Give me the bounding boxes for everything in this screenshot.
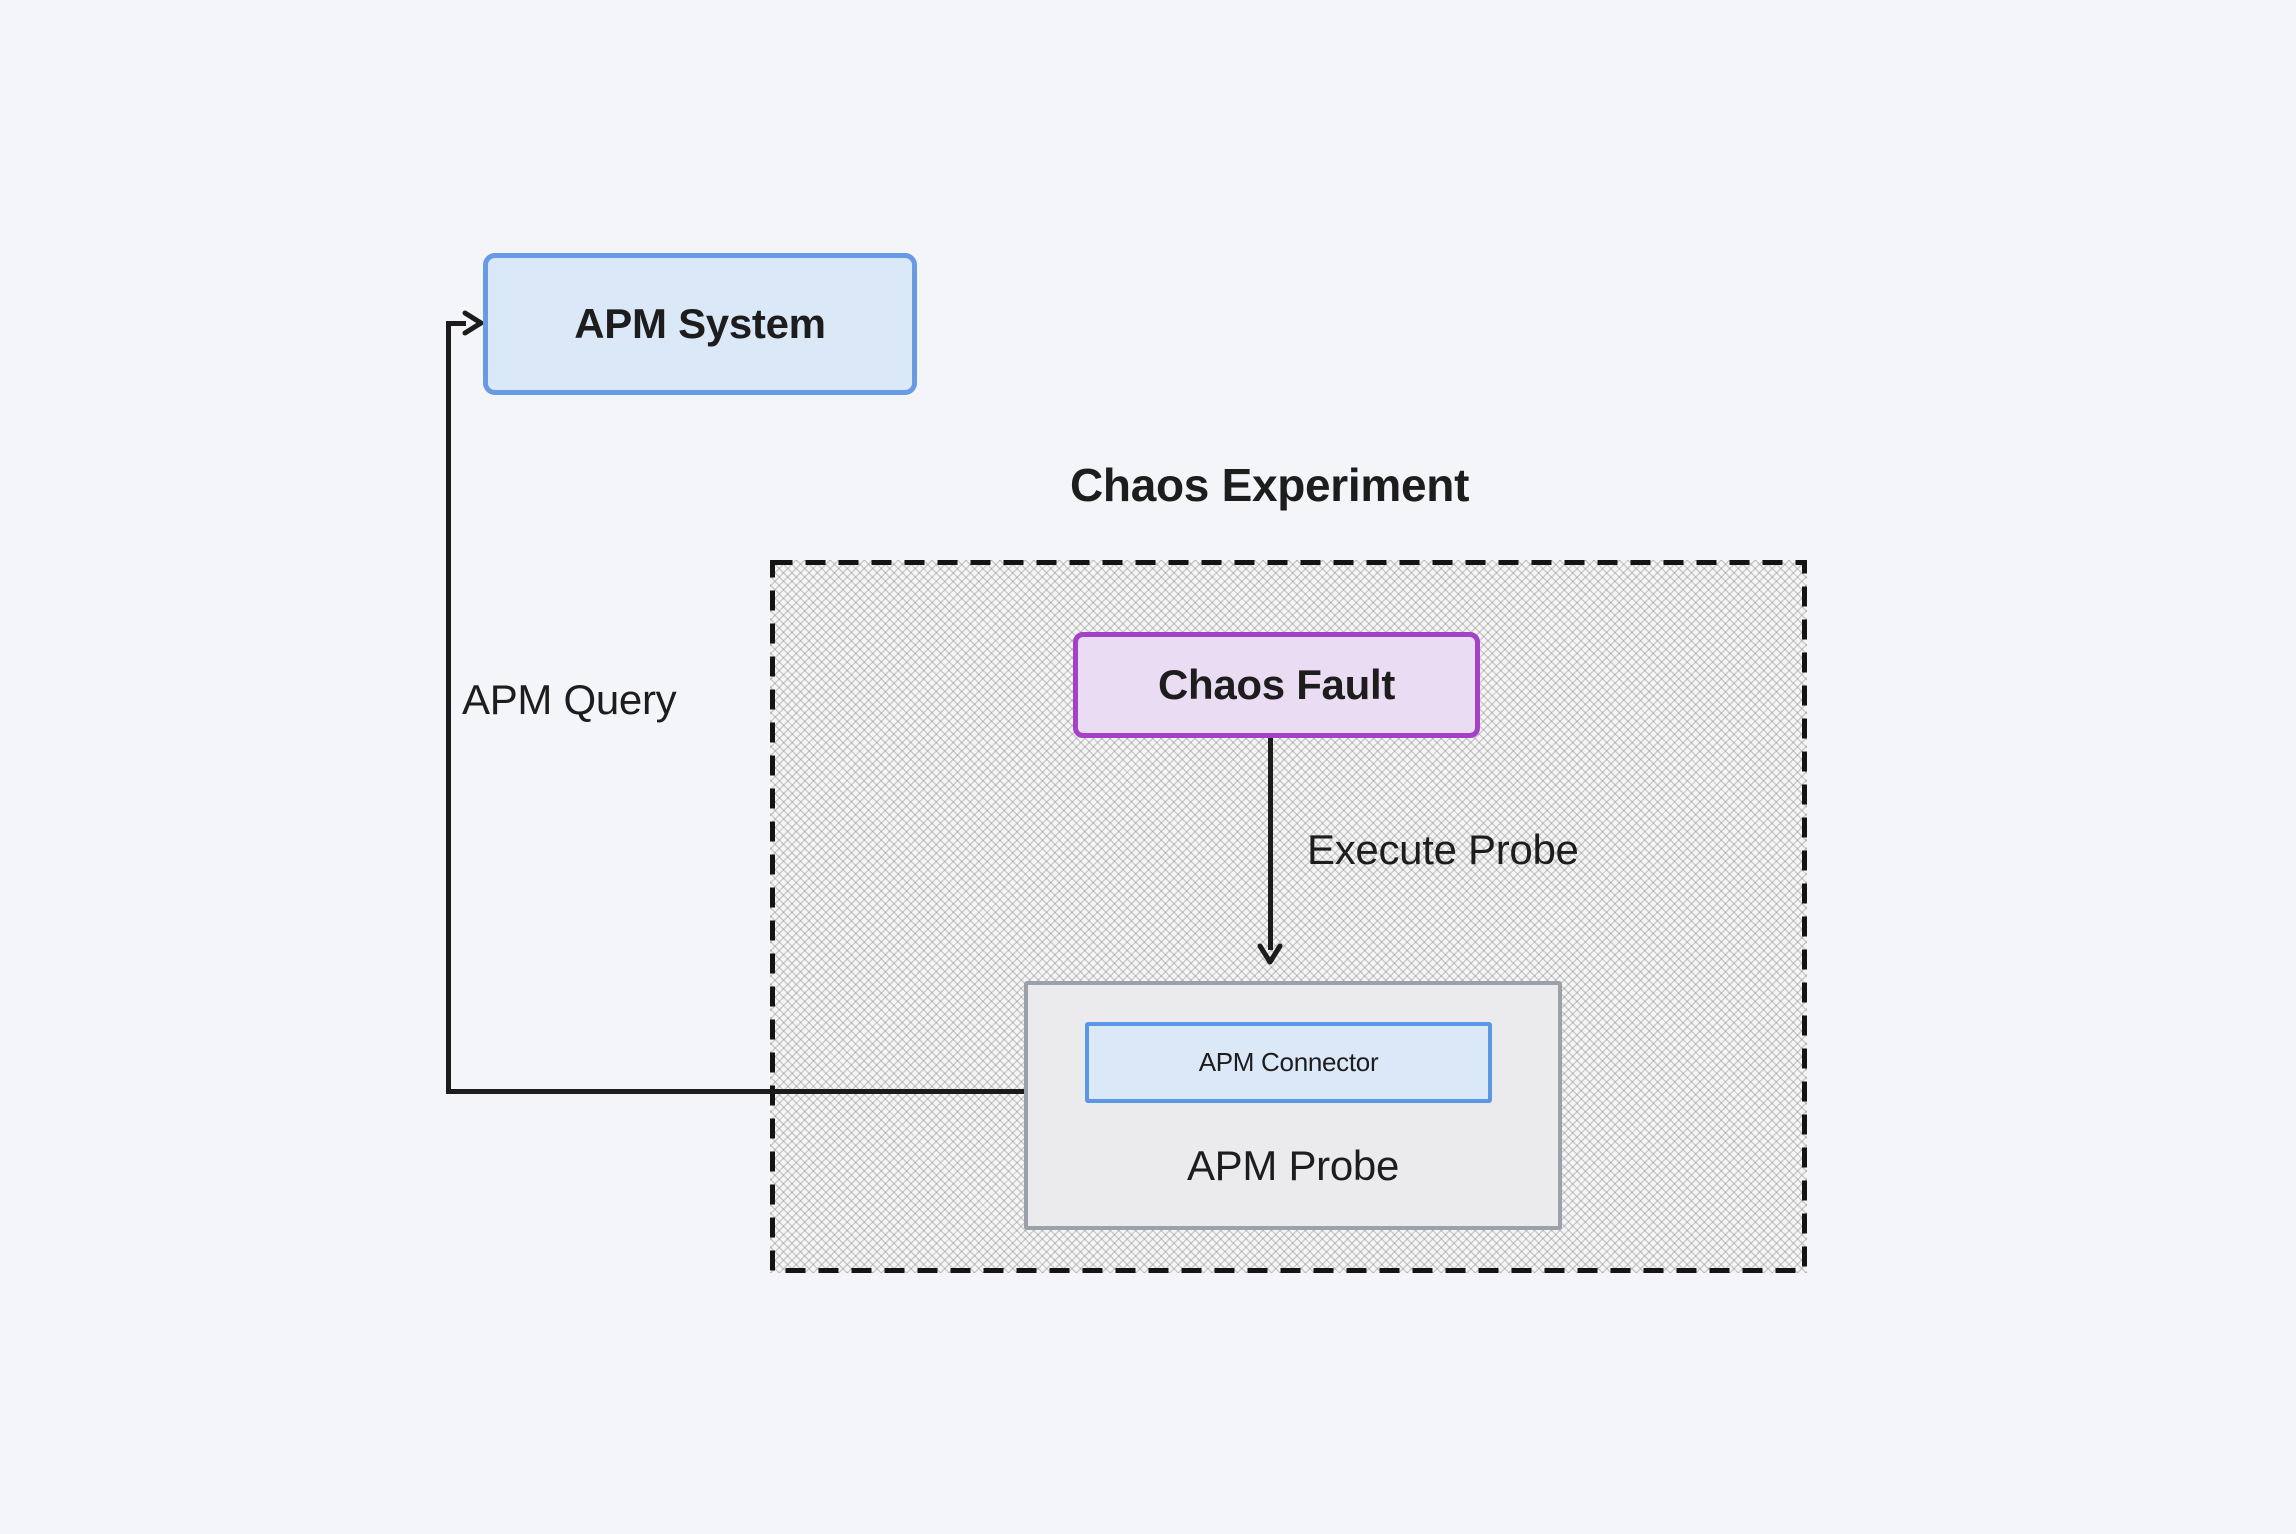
apm-query-line-horizontal	[446, 1089, 1024, 1094]
execute-probe-line	[1268, 738, 1273, 950]
node-apm-probe-label: APM Probe	[1186, 1142, 1400, 1189]
node-apm-probe: APM Connector APM Probe	[1024, 981, 1562, 1230]
apm-query-line-top	[446, 321, 466, 326]
dashed-border	[770, 560, 1807, 1273]
node-chaos-fault: Chaos Fault	[1073, 632, 1480, 738]
execute-probe-label: Execute Probe	[1307, 826, 1579, 873]
apm-query-line-vertical	[446, 321, 451, 1094]
node-chaos-fault-label: Chaos Fault	[1157, 661, 1396, 708]
arrowhead-right-icon	[462, 310, 484, 336]
diagram-title: Chaos Experiment	[1070, 459, 1470, 511]
node-apm-connector-label: APM Connector	[1198, 1047, 1379, 1077]
apm-query-label: APM Query	[462, 676, 677, 723]
node-apm-system: APM System	[483, 253, 917, 395]
node-apm-system-label: APM System	[574, 300, 826, 347]
node-apm-connector: APM Connector	[1085, 1022, 1492, 1103]
arrowhead-down-icon	[1257, 943, 1283, 965]
